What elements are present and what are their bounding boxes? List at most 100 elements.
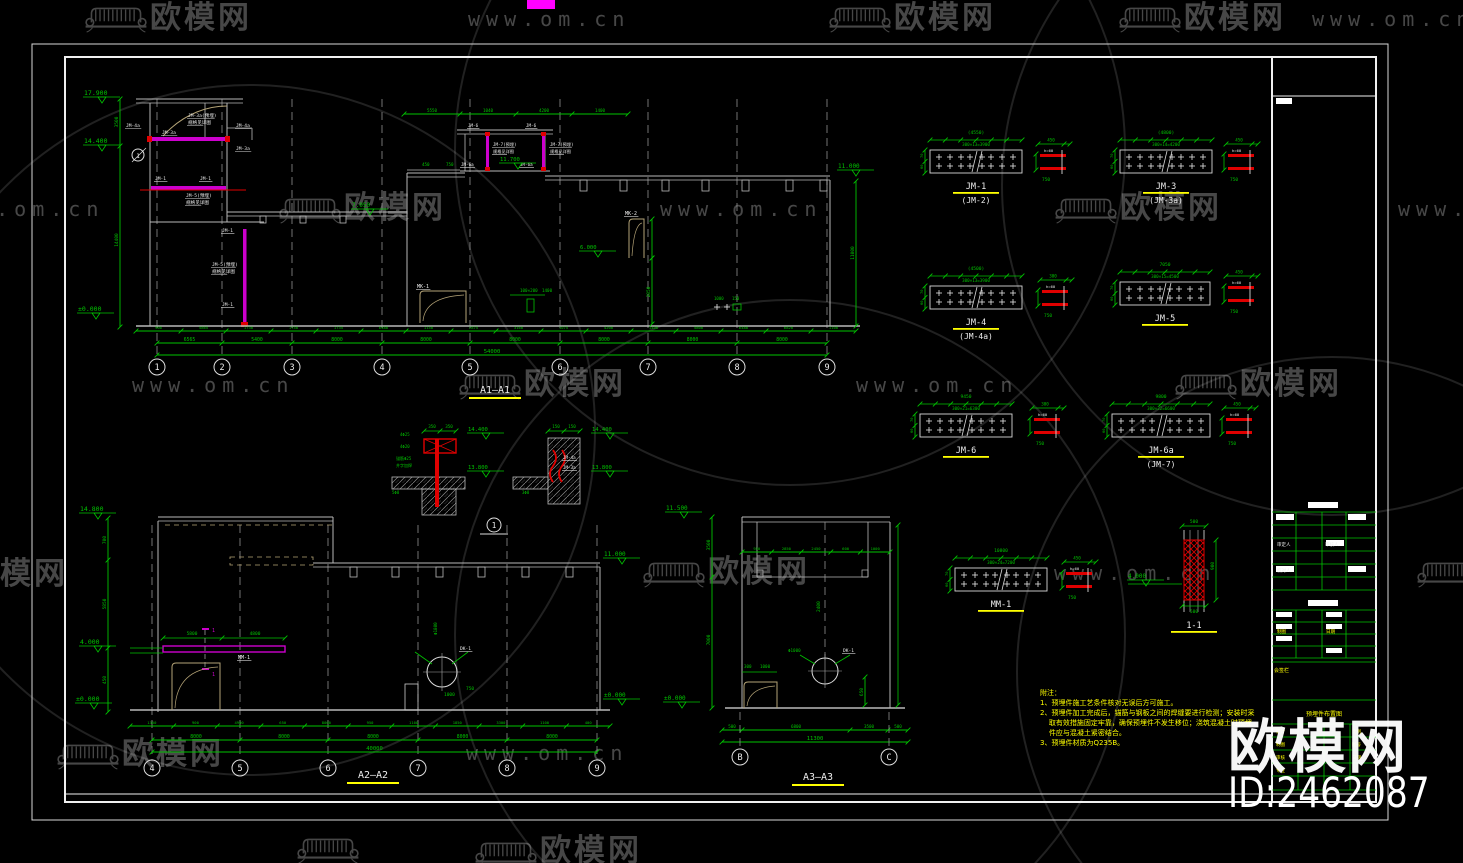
cad-rect [1326,612,1342,617]
cad-rect [1226,418,1252,421]
cad-line [947,588,953,594]
cad-text: ±0.000 [78,305,102,313]
cad-text: 1 [212,672,215,678]
cad-line [853,178,859,184]
cad-line [520,723,526,729]
cad-text: 2850 [646,286,652,297]
cad-text: JM-7(预埋) [550,141,574,148]
cad-line [1147,269,1153,275]
cad-text: 900 [192,720,200,725]
cad-line [282,635,288,641]
cad-rect [1138,456,1184,458]
cad-text: 750 [1036,441,1044,447]
cad-line [808,328,814,334]
cad-line [1112,170,1118,176]
cad-rect [469,397,521,399]
watermark-arc [1001,0,1463,516]
cad-text: JM-6a [520,162,533,167]
cad-text: 60 [1101,428,1106,433]
cad-line [1112,302,1118,308]
cad-rect [512,476,549,490]
cad-line [1003,273,1010,279]
cad-line [1166,150,1173,173]
cad-text: 3500 [114,116,120,127]
cad-rect [1042,290,1068,293]
cad-line [607,723,613,729]
cad-line [1037,277,1043,283]
cad-text: 欧模网 [122,736,224,772]
cad-rect [919,413,1013,438]
cad-text: A3—A3 [803,772,833,783]
cad-line [1161,150,1168,173]
cad-line [1209,137,1215,143]
cad-rect [1143,192,1189,194]
cad-text: h=60 [1230,412,1240,417]
cad-text: 14.400 [592,427,612,433]
cad-text: JM-1 [222,302,233,308]
cad-line [117,143,123,149]
watermark-site: www.om.cn [856,373,1012,397]
cad-line [421,428,427,434]
cad-text: 欧模网 [344,190,446,226]
cad-line [853,328,859,334]
cad-text: 4 [149,764,154,774]
watermark-sofa [56,744,120,770]
cad-line [1019,137,1025,143]
cad-line [917,401,923,407]
cad-line [922,283,928,289]
cad-text: 14.400 [468,427,488,433]
cad-text: 专业 [1276,767,1285,774]
cad-text: JM-7(预埋) [493,141,517,148]
cad-line [1027,415,1033,421]
selection-artifact [527,0,555,9]
cad-text: 8 [734,363,739,373]
cad-line [127,723,133,729]
cad-text: JM-1 [155,176,166,182]
cad-text: 300×14=4200 [1152,142,1180,147]
cad-text: 17.900 [84,89,108,97]
watermark-site: www.om.cn [0,197,104,221]
cad-line [178,328,184,334]
cad-line [1192,269,1198,275]
cad-text: 8000 [420,337,432,343]
cad-line [301,723,308,729]
cad-text: 60 [1109,296,1114,301]
cad-text: www.om.cn [0,197,104,221]
cad-text: 70 [919,289,924,294]
cad-line [947,401,954,407]
cad-text: 6 [557,363,562,373]
cad-rect [1308,600,1338,606]
cad-rect [391,476,466,490]
cad-text: 350 [428,424,436,429]
cad-rect [147,136,152,142]
watermark-brand-large: 欧模网 [1228,713,1409,781]
cad-line [763,328,769,334]
cad-text: 14400 [114,233,120,247]
cad-rect [1326,540,1344,546]
cad-text: 70 [909,417,914,422]
cad-line [583,328,589,334]
cad-line [1203,603,1209,609]
cad-line [734,340,740,346]
cad-text: ±0.000 [76,695,100,703]
cad-line [1132,269,1138,275]
cad-line [1179,603,1185,609]
cad-path [89,702,99,710]
cad-line [1223,141,1229,147]
cad-line [1179,523,1185,529]
cad-path [605,470,615,478]
cad-path [617,698,627,706]
cad-text: 预埋件布置图 [1306,710,1342,718]
cad-line [1221,405,1227,411]
cad-line [824,340,830,346]
cad-text: 8000 [331,337,343,343]
cad-text: 6 [325,764,330,774]
cad-text: 8000 [322,720,332,725]
cad-text: 5800 [187,631,198,637]
cad-text: 5550 [427,108,438,113]
cad-text: 300×15=4500 [1151,274,1179,279]
cad-line [1117,137,1123,143]
cad-line [345,723,351,729]
